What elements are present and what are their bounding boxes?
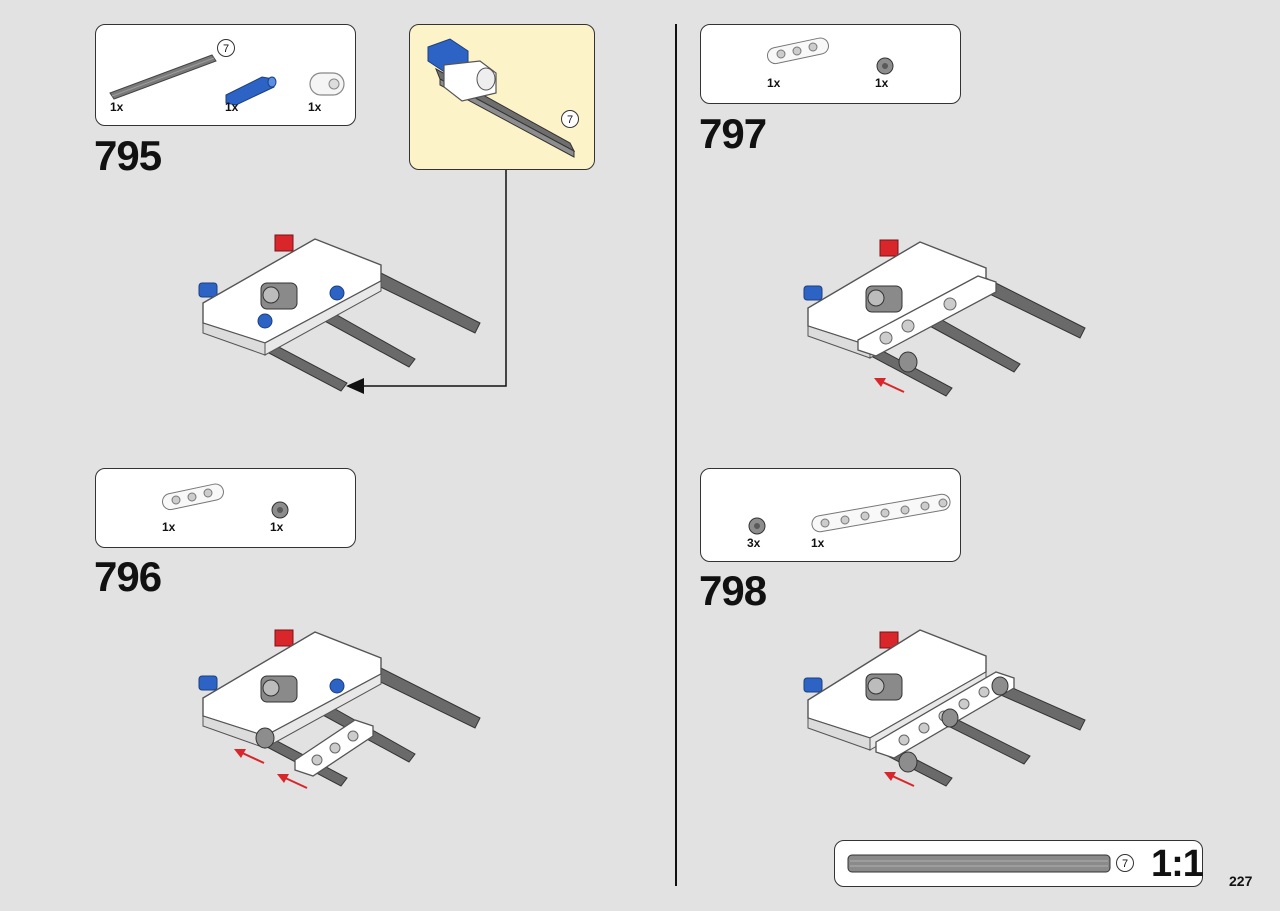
qty-label: 1x bbox=[225, 100, 239, 114]
qty-label: 3x bbox=[747, 536, 761, 550]
scale-reference-box: 7 1:1 bbox=[834, 840, 1204, 887]
step-number-797: 797 bbox=[699, 110, 767, 157]
bush-part-icon bbox=[876, 57, 894, 75]
step-number-798: 798 bbox=[699, 567, 767, 614]
scale-ratio: 1:1 bbox=[1151, 843, 1204, 885]
axle-length-badge: 7 bbox=[217, 39, 235, 57]
model-illustration-797 bbox=[803, 239, 1086, 397]
qty-label: 1x bbox=[811, 536, 825, 550]
scale-length-badge: 7 bbox=[1116, 854, 1134, 872]
beam-3-part-icon bbox=[161, 483, 224, 511]
subassembly-illustration bbox=[427, 38, 576, 158]
step-number-795: 795 bbox=[94, 132, 162, 179]
model-illustration-798 bbox=[803, 629, 1086, 787]
insert-arrow-icon bbox=[234, 749, 265, 764]
blue-pin-part-icon bbox=[225, 76, 277, 106]
bush-part-icon bbox=[748, 517, 766, 535]
qty-label: 1x bbox=[767, 76, 781, 90]
subassembly-callout: 7 bbox=[409, 24, 595, 170]
model-illustration-795 bbox=[198, 234, 481, 392]
qty-label: 1x bbox=[308, 100, 322, 114]
white-connector-part-icon bbox=[309, 72, 345, 96]
parts-list-798: 3x 1x bbox=[700, 468, 961, 562]
qty-label: 1x bbox=[270, 520, 284, 534]
qty-label: 1x bbox=[110, 100, 124, 114]
qty-label: 1x bbox=[162, 520, 176, 534]
parts-list-797: 1x 1x bbox=[700, 24, 961, 104]
insert-arrow-icon bbox=[874, 378, 905, 393]
axle-scale-icon bbox=[847, 854, 1111, 873]
qty-label: 1x bbox=[875, 76, 889, 90]
insert-arrow-icon bbox=[277, 774, 308, 789]
callout-length-badge: 7 bbox=[561, 110, 579, 128]
bush-part-icon bbox=[271, 501, 289, 519]
step-number-796: 796 bbox=[94, 553, 162, 600]
axle-part-icon bbox=[109, 54, 217, 100]
parts-list-796: 1x 1x bbox=[95, 468, 356, 548]
column-divider bbox=[675, 24, 677, 886]
beam-7-part-icon bbox=[811, 493, 951, 533]
callout-pointer-arrow bbox=[346, 170, 507, 394]
beam-3-part-icon bbox=[766, 37, 829, 65]
insert-arrow-icon bbox=[884, 772, 915, 787]
page-number: 227 bbox=[1229, 873, 1253, 889]
parts-list-795: 7 1x 1x 1x bbox=[95, 24, 356, 126]
model-illustration-796 bbox=[198, 629, 481, 787]
